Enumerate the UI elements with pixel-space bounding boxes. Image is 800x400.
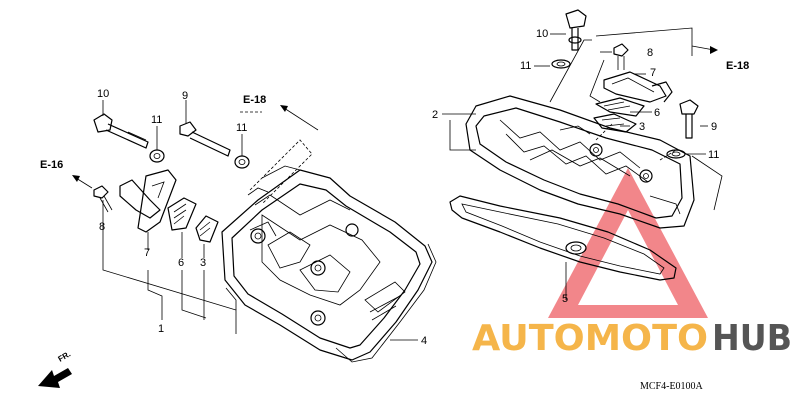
right-bolt-9	[679, 99, 699, 139]
callout-3-right: 3	[639, 121, 645, 133]
callout-7-left: 7	[144, 247, 150, 259]
callout-7-right: 7	[650, 67, 656, 79]
right-leader-lines	[442, 27, 723, 300]
right-gasket	[449, 195, 677, 281]
left-bolt-8	[93, 185, 113, 213]
left-stopper-6	[167, 197, 197, 231]
watermark-text-hub: HUB	[712, 318, 792, 359]
front-direction-arrow: FR.	[38, 349, 72, 388]
callout-8-left: 8	[99, 221, 105, 233]
callout-1-left: 1	[158, 323, 164, 335]
left-rubber-3	[195, 215, 219, 243]
right-cylinder-head-cover	[465, 95, 695, 229]
direction-label: FR.	[57, 349, 73, 363]
callout-4-left: 4	[421, 335, 427, 347]
right-bolt-8	[613, 43, 629, 70]
left-bolt-10	[93, 113, 149, 149]
callout-11a-left: 11	[151, 114, 162, 126]
callout-8-right: 8	[647, 47, 653, 59]
callout-6-left: 6	[178, 257, 184, 269]
left-washer-11a	[149, 149, 165, 163]
reference-e18-left: E-18	[243, 94, 266, 106]
callout-10-left: 10	[97, 88, 109, 100]
callout-11b-left: 11	[236, 122, 247, 134]
reference-e16: E-16	[40, 159, 63, 171]
callout-9-left: 9	[182, 90, 188, 102]
callout-11b-right: 11	[708, 149, 719, 161]
reference-labels: E-18 E-18 E-16	[40, 60, 749, 171]
left-bracket-7	[119, 169, 177, 233]
left-washer-11b	[234, 155, 250, 169]
right-reference-arrows	[691, 45, 718, 54]
right-washer-11b	[666, 149, 686, 159]
right-stopper-6	[595, 97, 645, 117]
callout-labels: 10 9 11 11 8 7 6 3 1 4 10 11 8 7 2 6 3 9…	[97, 28, 719, 347]
callout-6-right: 6	[654, 107, 660, 119]
callout-3-left: 3	[200, 257, 206, 269]
callout-5-right: 5	[562, 293, 568, 305]
right-bracket-7	[603, 71, 673, 103]
left-cylinder-head-cover	[221, 165, 433, 361]
watermark-logo: AUTOMOTO HUB	[472, 318, 792, 359]
callout-9-right: 9	[711, 121, 717, 133]
watermark-triangle	[548, 168, 708, 318]
right-rubber-3	[593, 113, 637, 133]
callout-11a-right: 11	[520, 60, 531, 72]
left-bolt-9	[179, 121, 231, 157]
reference-e18-right: E-18	[726, 60, 749, 72]
right-bolt-10	[565, 9, 587, 51]
left-reference-arrows	[72, 105, 319, 189]
left-leader-lines	[102, 100, 418, 341]
callout-2-right: 2	[432, 109, 438, 121]
diagram-code: MCF4-E0100A	[640, 381, 704, 392]
callout-10-right: 10	[536, 28, 548, 40]
watermark-text-automoto: AUTOMOTO	[472, 318, 708, 359]
left-gasket	[335, 243, 437, 363]
right-washer-11a	[551, 59, 571, 69]
